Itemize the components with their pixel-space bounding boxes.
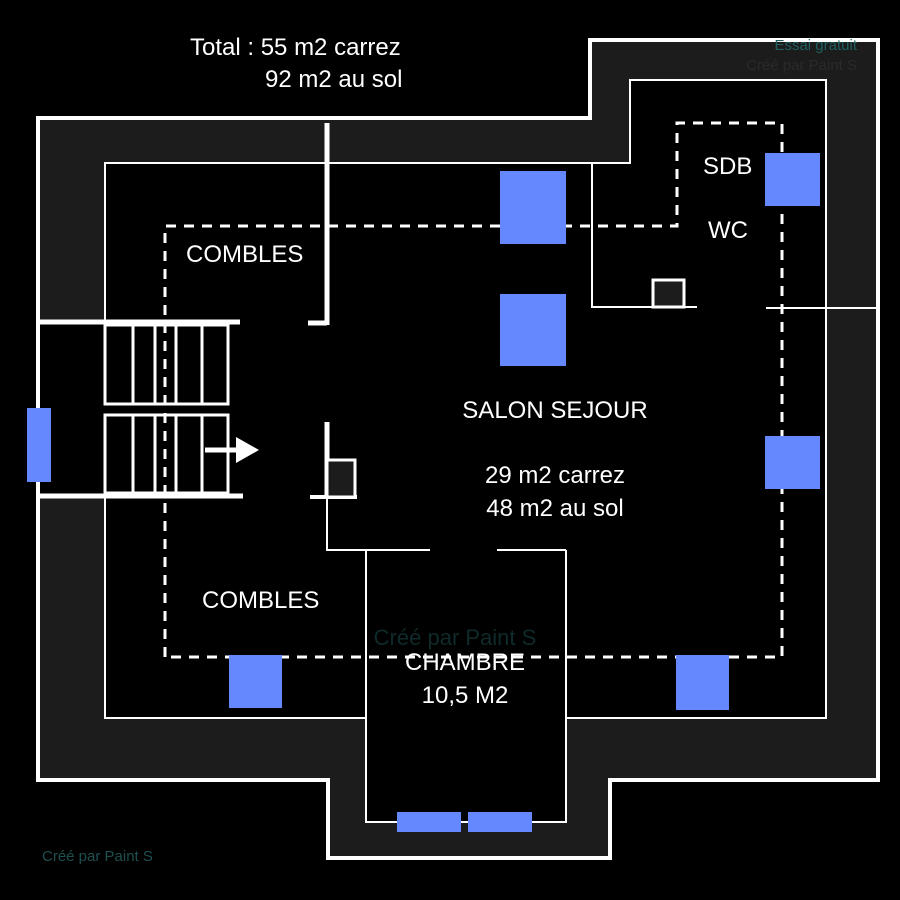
arrow-right-icon bbox=[205, 437, 259, 463]
total-sol: 92 m2 au sol bbox=[265, 66, 402, 93]
windows bbox=[27, 153, 820, 832]
total-carrez: Total : 55 m2 carrez bbox=[190, 34, 401, 61]
salon-sol: 48 m2 au sol bbox=[486, 495, 623, 522]
watermark-created-top: Créé par Paint S bbox=[746, 57, 857, 74]
room-label-combles-bottom: COMBLES bbox=[202, 587, 319, 614]
stair-opening bbox=[40, 322, 240, 496]
room-label-chambre: CHAMBRE bbox=[405, 649, 525, 676]
room-label-combles-top: COMBLES bbox=[186, 241, 303, 268]
room-label-wc: WC bbox=[708, 217, 748, 244]
window bbox=[468, 812, 532, 832]
room-label-salon: SALON SEJOUR bbox=[462, 397, 647, 424]
window bbox=[229, 655, 282, 708]
watermark-created-center: Créé par Paint S bbox=[374, 625, 537, 650]
room-label-sdb: SDB bbox=[703, 153, 752, 180]
window bbox=[500, 171, 566, 244]
ceiling-height-limit bbox=[163, 121, 784, 659]
window bbox=[27, 408, 51, 482]
window bbox=[500, 294, 566, 366]
window bbox=[676, 655, 729, 710]
chambre-area: 10,5 M2 bbox=[422, 682, 509, 709]
window bbox=[765, 436, 820, 489]
watermark-trial: Essai gratuit bbox=[774, 37, 857, 54]
window bbox=[397, 812, 461, 832]
window bbox=[765, 153, 820, 206]
interior-walls bbox=[308, 123, 878, 718]
salon-carrez: 29 m2 carrez bbox=[485, 462, 625, 489]
watermark-created-bottom: Créé par Paint S bbox=[42, 848, 153, 865]
